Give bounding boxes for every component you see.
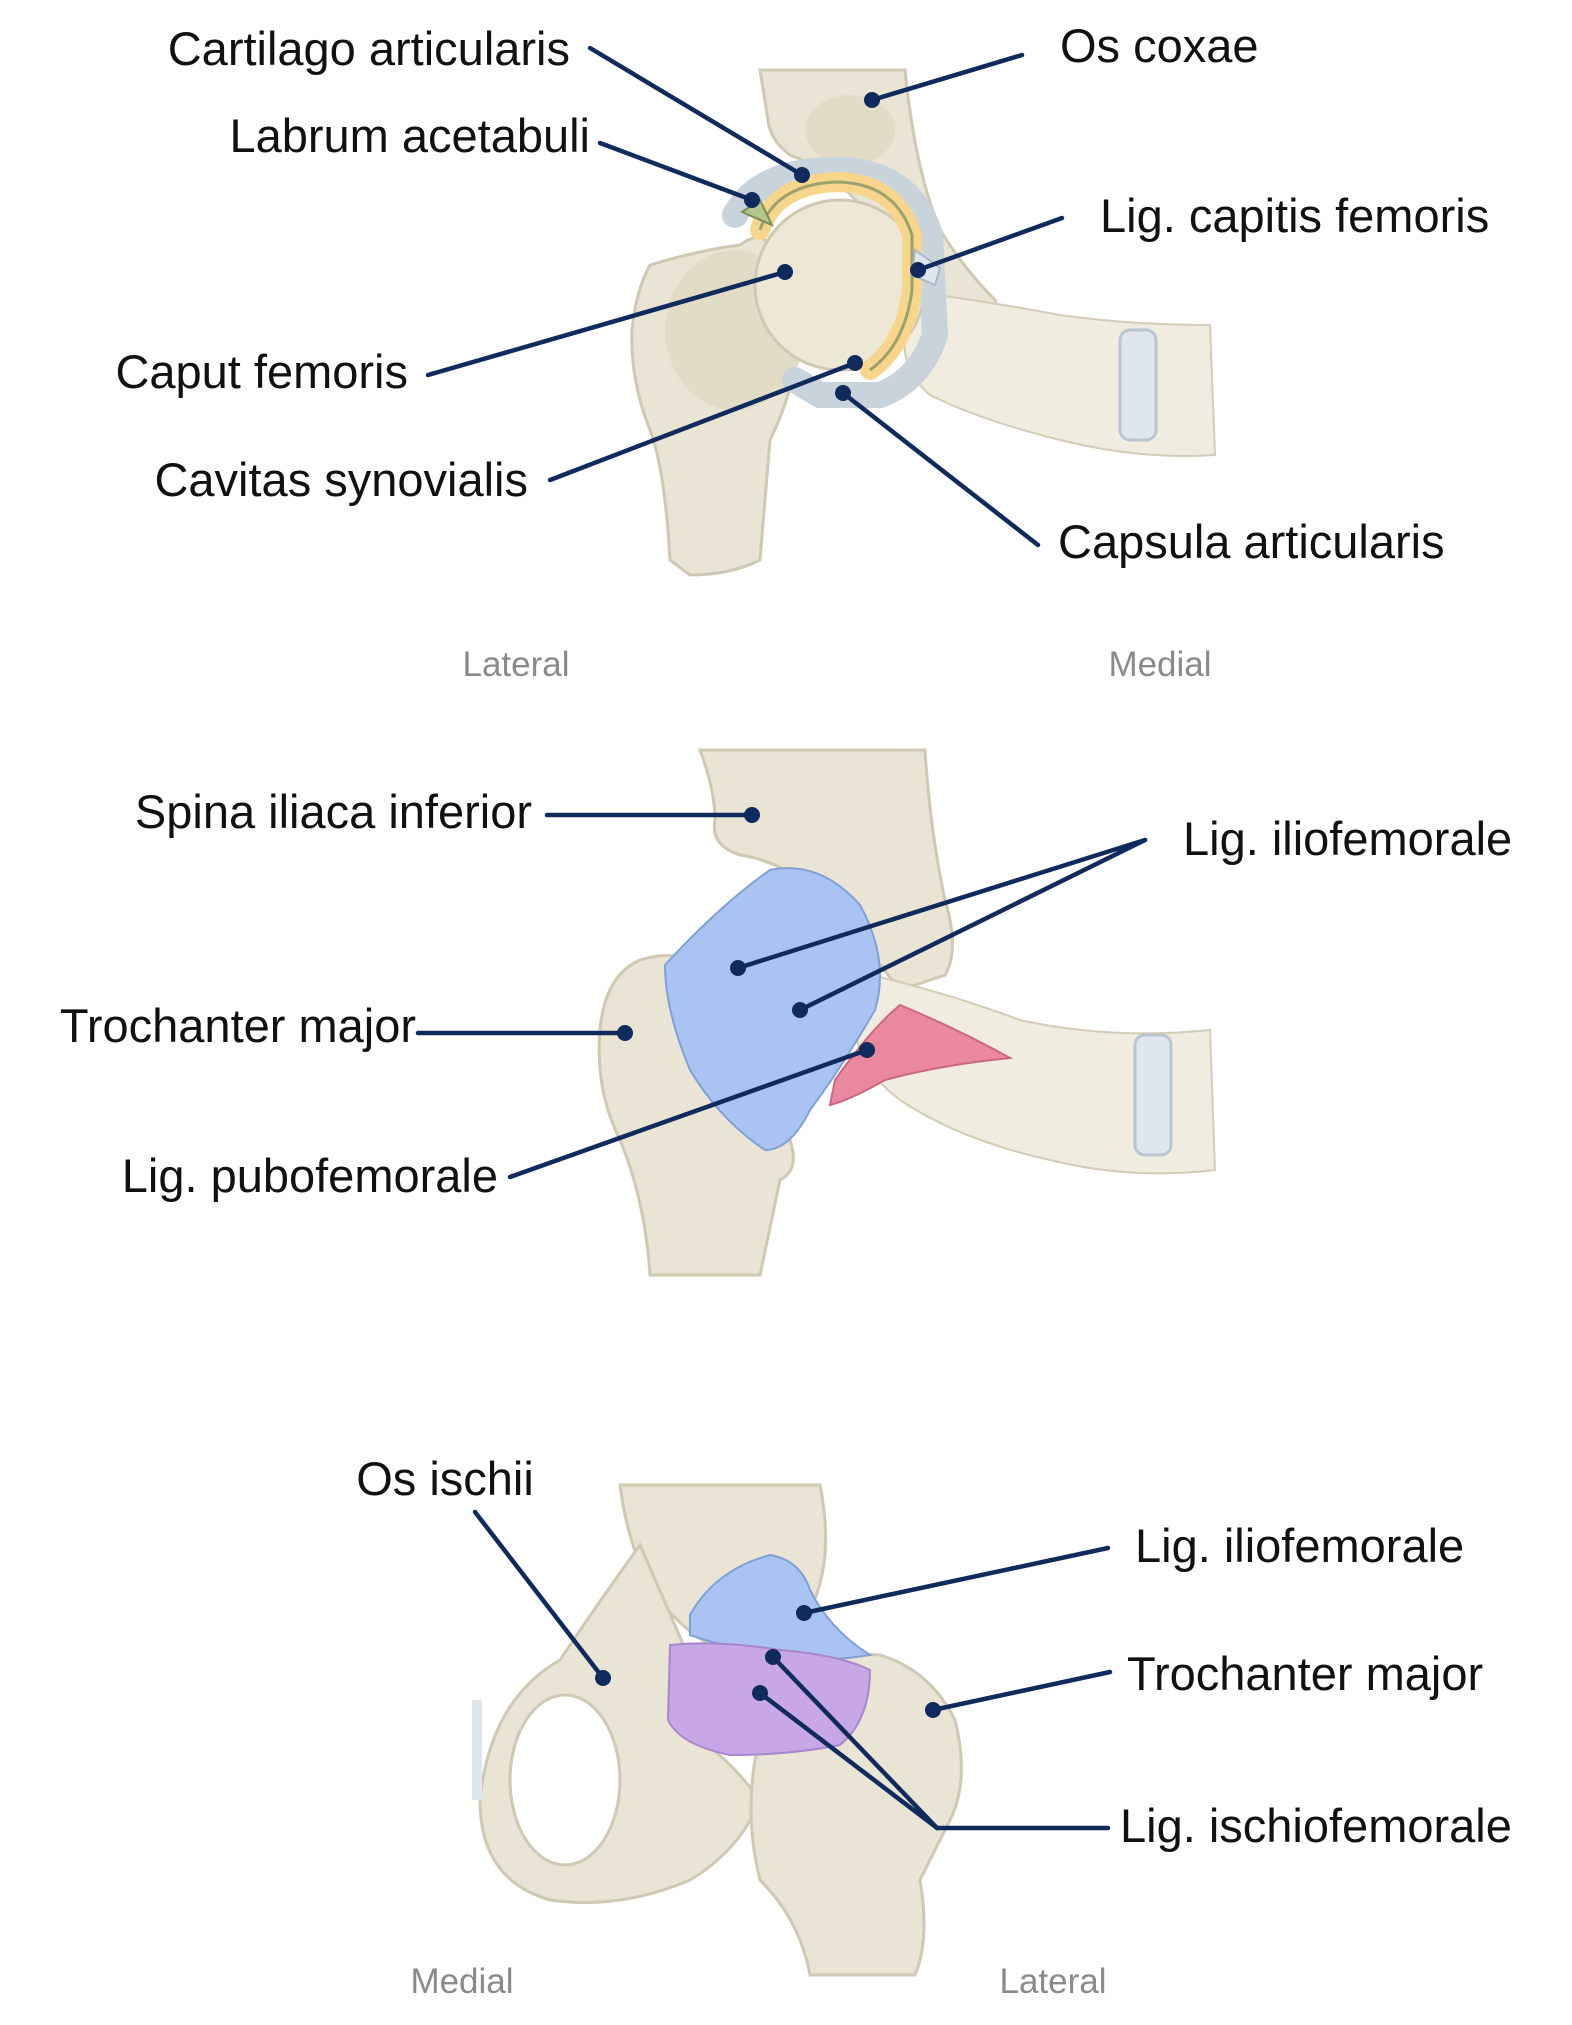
- label-trochanter-major: Trochanter major: [60, 999, 416, 1052]
- label-caput-femoris: Caput femoris: [115, 345, 408, 398]
- dot-pubofemorale: [859, 1042, 875, 1058]
- label-cartilago-articularis: Cartilago articularis: [168, 22, 570, 75]
- panel-posterior-view: Os ischii Lig. iliofemorale Trochanter m…: [356, 1452, 1512, 2001]
- dot-capsula: [835, 385, 851, 401]
- label-lig-ischiofemorale: Lig. ischiofemorale: [1120, 1799, 1512, 1852]
- dot-cartilago: [794, 167, 810, 183]
- dot-caput: [777, 264, 793, 280]
- label-lig-iliofemorale-posterior: Lig. iliofemorale: [1135, 1519, 1464, 1572]
- capsule-shape: [722, 156, 949, 408]
- dot-trochanter-posterior: [925, 1702, 941, 1718]
- label-lig-iliofemorale: Lig. iliofemorale: [1183, 812, 1512, 865]
- dot-spina: [744, 807, 760, 823]
- leader-iliofemorale-posterior: [801, 1545, 1111, 1616]
- anterior-leaders: [415, 807, 1148, 1180]
- dot-cavitas: [847, 355, 863, 371]
- leader-trochanter-posterior: [930, 1669, 1113, 1713]
- dot-iliofemorale-2: [792, 1002, 808, 1018]
- anterior-illustration: [597, 748, 1217, 1277]
- leader-iliofemorale-1: [735, 837, 1148, 971]
- dot-os-ischii: [595, 1670, 611, 1686]
- pubofemoral-ligament-shape: [828, 1003, 1014, 1107]
- pubic-ramus-shape: [898, 288, 1217, 457]
- spongy-bone-pelvis-shape: [805, 95, 895, 165]
- leader-pubofemorale: [507, 1047, 870, 1180]
- panel-coronal-section: Cartilago articularis Os coxae Labrum ac…: [115, 19, 1489, 684]
- label-spina-iliaca-inferior: Spina iliaca inferior: [135, 785, 532, 838]
- leader-ischiofemorale-1: [770, 1654, 940, 1831]
- label-capsula-articularis: Capsula articularis: [1058, 515, 1445, 568]
- leader-labrum: [597, 140, 755, 203]
- dot-trochanter: [617, 1025, 633, 1041]
- leader-capsula: [840, 390, 1041, 548]
- leader-os-ischii: [472, 1509, 606, 1681]
- label-os-coxae: Os coxae: [1060, 19, 1259, 72]
- label-lig-pubofemorale: Lig. pubofemorale: [122, 1149, 498, 1202]
- direction-lateral-posterior: Lateral: [999, 1962, 1106, 2001]
- anterior-symphysis-disc-shape: [1133, 1033, 1173, 1157]
- posterior-leaders: [472, 1509, 1113, 1831]
- leader-iliofemorale-2: [797, 837, 1148, 1013]
- label-labrum-acetabuli: Labrum acetabuli: [229, 109, 590, 162]
- dot-ischiofemorale-2: [752, 1685, 768, 1701]
- coronal-illustration: [630, 68, 1217, 577]
- leader-os-coxae: [869, 52, 1025, 103]
- synovial-lining-shape: [758, 180, 914, 372]
- posterior-illustration: [472, 1483, 963, 1977]
- leader-cavitas: [547, 360, 858, 483]
- direction-medial: Medial: [1108, 645, 1211, 684]
- direction-lateral: Lateral: [462, 645, 569, 684]
- dot-iliofemorale-1: [730, 960, 746, 976]
- label-os-ischii: Os ischii: [356, 1452, 534, 1505]
- leader-caput: [425, 269, 788, 378]
- symphysis-disc-shape: [1118, 328, 1158, 442]
- anterior-pubic-ramus-shape: [848, 968, 1217, 1175]
- dot-os-coxae: [864, 92, 880, 108]
- dot-iliofemorale-posterior: [796, 1605, 812, 1621]
- coronal-leaders: [425, 45, 1065, 548]
- dot-labrum: [744, 192, 760, 208]
- dot-ischiofemorale-1: [765, 1649, 781, 1665]
- label-cavitas-synovialis: Cavitas synovialis: [154, 453, 528, 506]
- obturator-foramen-shape: [508, 1693, 622, 1867]
- label-lig-capitis-femoris: Lig. capitis femoris: [1100, 189, 1489, 242]
- leader-lig-capitis: [915, 215, 1065, 273]
- leader-cartilago: [587, 45, 805, 178]
- label-trochanter-major-posterior: Trochanter major: [1127, 1647, 1483, 1700]
- direction-medial-posterior: Medial: [410, 1962, 513, 2001]
- panel-anterior-view: Spina iliaca inferior Lig. iliofemorale …: [60, 748, 1512, 1277]
- posterior-symphysis-shape: [472, 1700, 482, 1800]
- dot-lig-capitis: [910, 262, 926, 278]
- leader-ischiofemorale-2: [757, 1690, 940, 1831]
